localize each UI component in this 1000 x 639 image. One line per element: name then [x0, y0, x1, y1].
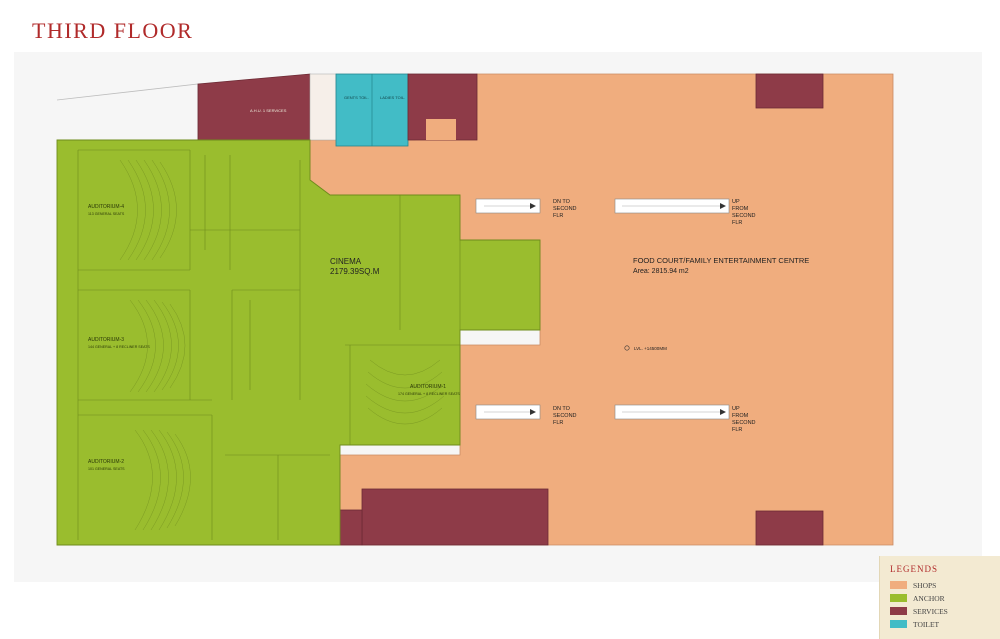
auditorium-4-seats: 113 GENERAL SEATS — [88, 212, 125, 216]
esc-top-down-label-2: SECOND — [553, 206, 577, 212]
services-top-right[interactable] — [755, 73, 824, 109]
esc-top-up-label-1: UP — [732, 199, 740, 205]
legend-label-anchor: ANCHOR — [913, 593, 945, 603]
legend-label-toilet: TOILET — [913, 619, 940, 629]
page-title: THIRD FLOOR — [32, 18, 194, 43]
esc-bottom-up-label-1: UP — [732, 406, 740, 412]
legend-swatch-services — [890, 607, 907, 615]
escalator-down-top[interactable] — [475, 198, 541, 214]
seating-auditorium-3 — [129, 299, 186, 393]
auditorium-2-seats: 101 GENERAL SEATS — [88, 467, 125, 471]
legend-item-anchor: ANCHOR — [890, 593, 945, 603]
ladies-toilet-label: LADIES TOIL. — [380, 95, 405, 100]
legend-item-shops: SHOPS — [890, 580, 936, 590]
esc-top-up-label-4: FLR — [732, 220, 742, 226]
escalator-up-top[interactable] — [614, 198, 730, 214]
level-marker-label: LVL. +14500MM — [634, 346, 667, 351]
seating-auditorium-1 — [365, 359, 445, 425]
esc-top-up-label-2: FROM — [732, 206, 749, 212]
services-bottom-center[interactable] — [361, 488, 549, 546]
auditorium-2-name: AUDITORIUM-2 — [88, 459, 124, 465]
escalator-up-bottom[interactable] — [614, 404, 730, 420]
esc-bottom-up-label-4: FLR — [732, 427, 742, 433]
legend-swatch-shops — [890, 581, 907, 589]
cinema-area: 2179.39SQ.M — [330, 267, 380, 276]
auditorium-3-name: AUDITORIUM-3 — [88, 337, 124, 343]
auditorium-3-seats: 144 GENERAL + 8 RECLINER SEATS — [88, 345, 150, 349]
seating-auditorium-2 — [134, 429, 191, 531]
cinema-walls — [77, 149, 461, 540]
esc-bottom-up-label-3: SECOND — [732, 420, 756, 426]
level-marker-icon — [624, 345, 630, 351]
seating-auditorium-4 — [119, 159, 177, 261]
cinema-zone[interactable] — [56, 139, 541, 546]
esc-top-down-label-1: DN TO — [553, 199, 571, 205]
lift-lobby — [426, 119, 456, 140]
esc-bottom-up-label-2: FROM — [732, 413, 749, 419]
legend-item-toilet: TOILET — [890, 619, 939, 629]
escalator-down-bottom[interactable] — [475, 404, 541, 420]
esc-bottom-down-label-2: SECOND — [553, 413, 577, 419]
legend-swatch-anchor — [890, 594, 907, 602]
esc-bottom-down-label-1: DN TO — [553, 406, 571, 412]
esc-top-up-label-3: SECOND — [732, 213, 756, 219]
services-bottom-left[interactable] — [339, 509, 363, 546]
legend-panel: LEGENDS SHOPS ANCHOR SERVICES TOILET — [879, 556, 1000, 639]
esc-bottom-down-label-3: FLR — [553, 420, 563, 426]
auditorium-1-name: AUDITORIUM-1 — [410, 384, 446, 390]
food-court-area: Area: 2815.94 m2 — [633, 268, 689, 275]
services-block-top[interactable] — [197, 73, 311, 141]
food-court-label: FOOD COURT/FAMILY ENTERTAINMENT CENTRE — [633, 256, 809, 265]
legend-label-services: SERVICES — [913, 606, 948, 616]
auditorium-1-seats: 174 GENERAL + 8 RECLINER SEATS — [398, 392, 460, 396]
legend-label-shops: SHOPS — [913, 580, 937, 590]
legend-item-services: SERVICES — [890, 606, 948, 616]
services-bottom-right[interactable] — [755, 510, 824, 546]
auditorium-4-name: AUDITORIUM-4 — [88, 204, 124, 210]
legend-swatch-toilet — [890, 620, 907, 628]
services-top-label: A.H.U. 1 SERVICES — [250, 108, 287, 113]
gents-toilet-label: GENTS TOIL. — [344, 95, 369, 100]
esc-top-down-label-3: FLR — [553, 213, 563, 219]
legend-title: LEGENDS — [890, 564, 938, 574]
building-outline — [56, 83, 199, 141]
services-strip-top — [309, 73, 337, 141]
cinema-label: CINEMA — [330, 257, 362, 266]
